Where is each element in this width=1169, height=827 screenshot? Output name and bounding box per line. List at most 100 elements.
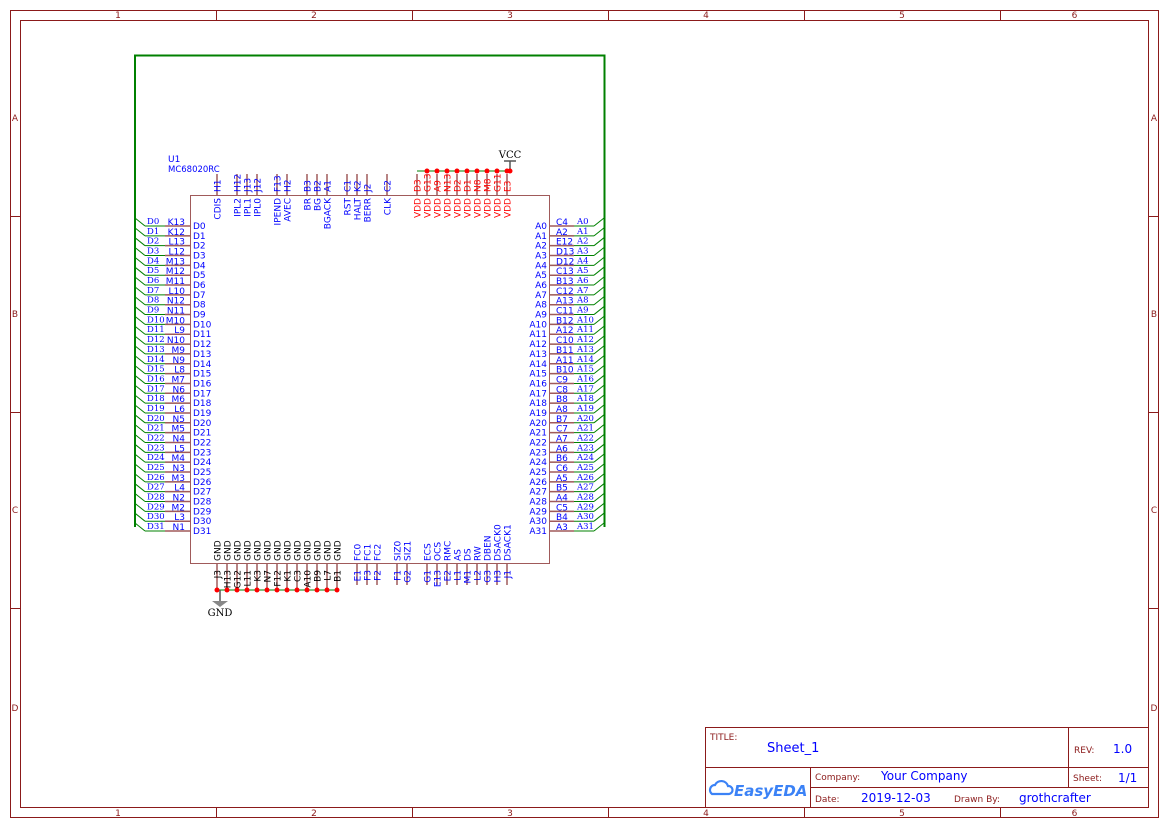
pin-number: A4 bbox=[556, 494, 568, 504]
net-label: D30 bbox=[147, 512, 165, 522]
pin-name: D16 bbox=[193, 379, 212, 389]
row-marker: C bbox=[12, 506, 18, 516]
pin-name: A17 bbox=[529, 389, 547, 399]
pin-name: A8 bbox=[535, 301, 547, 311]
pin-name: VDD bbox=[474, 198, 484, 218]
date-label: Date: bbox=[815, 795, 840, 805]
pin-name: IPL2 bbox=[234, 198, 244, 217]
bus-entry bbox=[593, 375, 605, 384]
pin-name: D4 bbox=[193, 261, 206, 271]
pin-name: BR bbox=[304, 198, 314, 210]
bus-entry bbox=[134, 375, 146, 384]
pin-name: GND bbox=[224, 540, 234, 561]
pin-number: A10 bbox=[304, 570, 314, 588]
pin-number: A6 bbox=[556, 444, 568, 454]
column-marker: 3 bbox=[507, 809, 513, 819]
pin-number: C12 bbox=[556, 287, 574, 297]
pin-name: D28 bbox=[193, 498, 212, 508]
pin-name: DSACK0 bbox=[494, 524, 504, 561]
pin-number: M9 bbox=[172, 346, 186, 356]
bus-entry bbox=[593, 296, 605, 306]
net-label: D17 bbox=[147, 384, 165, 394]
bus-entry bbox=[134, 483, 146, 493]
pin-number: B11 bbox=[556, 346, 574, 356]
rev-value: 1.0 bbox=[1113, 742, 1132, 756]
pin-name: GND bbox=[304, 540, 314, 561]
pin-number: B4 bbox=[556, 513, 568, 523]
inner-border bbox=[20, 20, 1149, 808]
net-label: D5 bbox=[147, 266, 159, 276]
pin-number: K3 bbox=[254, 570, 264, 582]
drawn-by-value: grothcrafter bbox=[1019, 791, 1091, 805]
junction-dot bbox=[274, 587, 280, 593]
bus-entry bbox=[134, 384, 146, 394]
pin-name: DS bbox=[464, 548, 474, 561]
pin-name: RST bbox=[344, 198, 354, 216]
bus-entry bbox=[593, 335, 605, 345]
bus-entry bbox=[134, 463, 146, 473]
bus-entry bbox=[134, 237, 146, 247]
pin-number: E13 bbox=[434, 570, 444, 587]
pin-name: OCS bbox=[434, 542, 444, 561]
pin-number: M12 bbox=[166, 267, 185, 277]
pin-number: J1 bbox=[504, 570, 514, 579]
bus-entry bbox=[134, 404, 146, 414]
row-marker: A bbox=[1151, 114, 1158, 124]
net-label: D23 bbox=[147, 443, 165, 453]
pin-number: L6 bbox=[174, 405, 185, 415]
pin-name: D9 bbox=[193, 311, 206, 321]
pin-number: F3 bbox=[364, 570, 374, 581]
net-label: A18 bbox=[576, 394, 594, 404]
pin-name: A24 bbox=[529, 458, 547, 468]
pin-number: L5 bbox=[174, 444, 185, 454]
pin-number: G3 bbox=[484, 570, 494, 583]
pin-name: A0 bbox=[535, 222, 547, 232]
net-label: D16 bbox=[147, 374, 165, 384]
pin-number: E12 bbox=[556, 238, 573, 248]
column-marker: 4 bbox=[703, 11, 709, 21]
component-part-number: MC68020RC bbox=[168, 165, 220, 175]
net-label: A21 bbox=[576, 424, 594, 434]
pin-name: A18 bbox=[529, 399, 547, 409]
pin-number: A13 bbox=[556, 297, 574, 307]
pin-name: A15 bbox=[529, 370, 547, 380]
net-label: D3 bbox=[147, 247, 159, 257]
bus-entry bbox=[134, 325, 146, 335]
net-label: A3 bbox=[576, 247, 589, 257]
easyeda-logo: EasyEDA bbox=[708, 779, 807, 800]
junction-dot bbox=[224, 587, 230, 593]
junction-dot bbox=[284, 587, 290, 593]
net-label: A24 bbox=[576, 453, 594, 463]
net-label: A9 bbox=[576, 306, 589, 316]
pin-number: L13 bbox=[169, 238, 185, 248]
pin-number: M5 bbox=[172, 425, 186, 435]
junction-dot bbox=[424, 168, 430, 174]
pin-number: G13 bbox=[424, 174, 434, 192]
pin-number: C13 bbox=[556, 267, 574, 277]
row-marker: A bbox=[12, 114, 19, 124]
bus-entry bbox=[593, 266, 605, 276]
bus-entry bbox=[593, 394, 605, 404]
junction-dot bbox=[454, 168, 460, 174]
pin-number: K2 bbox=[354, 180, 364, 192]
pin-name: D8 bbox=[193, 301, 206, 311]
pin-number: C10 bbox=[556, 336, 574, 346]
pin-name: GND bbox=[244, 540, 254, 561]
row-marker: B bbox=[1151, 310, 1157, 320]
bus-entry bbox=[593, 325, 605, 335]
gnd-label: GND bbox=[208, 608, 233, 619]
pin-number: G2 bbox=[404, 570, 414, 583]
net-label: A31 bbox=[576, 522, 594, 532]
net-label: A6 bbox=[576, 276, 589, 286]
net-label: A5 bbox=[576, 266, 589, 276]
pin-number: M8 bbox=[484, 178, 494, 192]
column-marker: 4 bbox=[703, 809, 709, 819]
pin-name: D26 bbox=[193, 478, 212, 488]
pin-number: N11 bbox=[167, 307, 185, 317]
bus-entry bbox=[134, 502, 146, 512]
net-label: D28 bbox=[147, 493, 165, 503]
pin-number: A1 bbox=[324, 180, 334, 192]
junction-dot bbox=[507, 168, 513, 174]
pin-number: C4 bbox=[556, 218, 568, 228]
